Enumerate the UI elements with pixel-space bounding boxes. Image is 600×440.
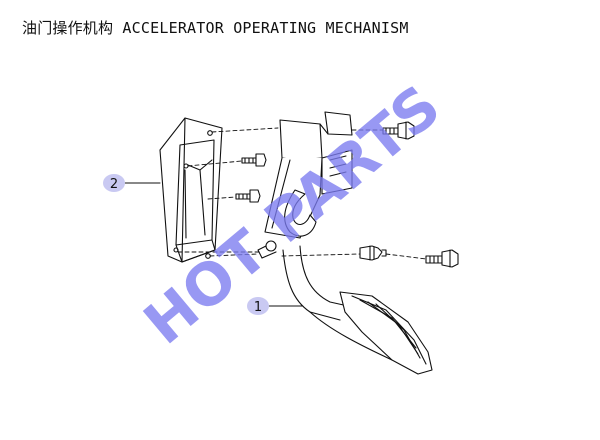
page-title: 油门操作机构 ACCELERATOR OPERATING MECHANISM xyxy=(22,19,409,37)
callout-2: 2 xyxy=(103,174,125,192)
assembly-lines xyxy=(177,127,427,260)
callout-1: 1 xyxy=(247,297,269,315)
pedal-assembly-part xyxy=(257,111,433,375)
callout-1-label: 1 xyxy=(254,300,262,315)
bracket-part xyxy=(159,117,223,263)
bolt-pivot-far xyxy=(425,249,459,268)
bolt-pivot-near xyxy=(359,245,387,261)
screw-bracket-upper xyxy=(241,153,267,167)
bolt-top-right xyxy=(382,121,415,140)
callout-2-label: 2 xyxy=(110,177,118,192)
